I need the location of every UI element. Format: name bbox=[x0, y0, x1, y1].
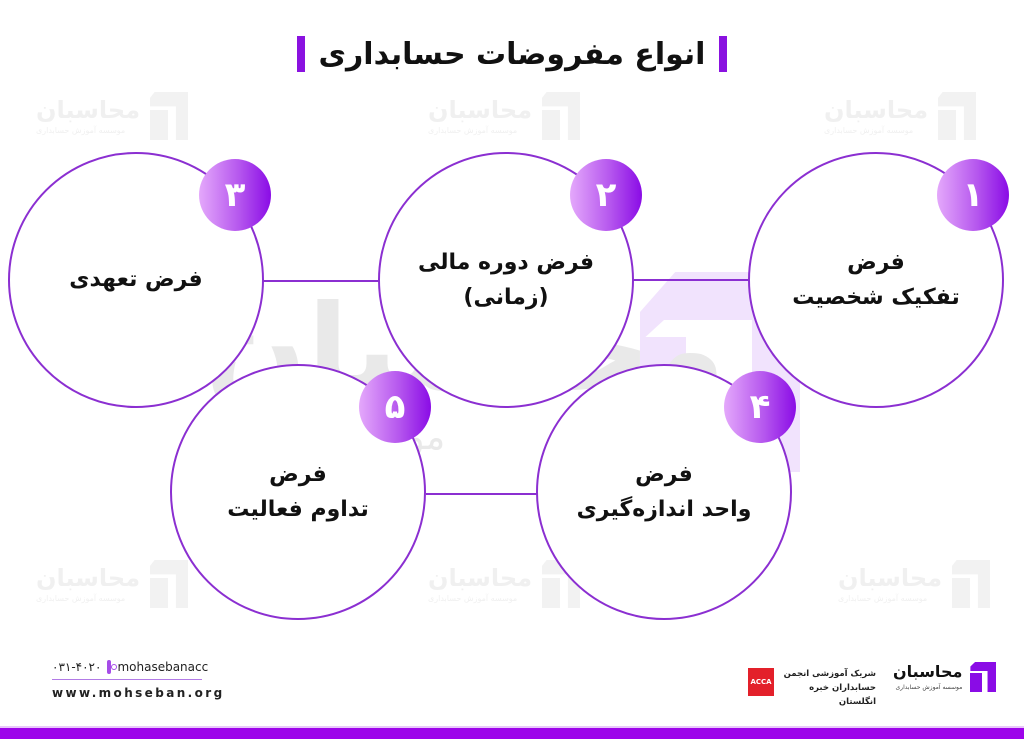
footer-brand-subtitle: موسسه آموزش حسابداری bbox=[895, 683, 963, 691]
brand-logo-icon bbox=[150, 92, 189, 140]
acca-partner-text: شریک آموزشی انجمن حسابداران خبره انگلستا… bbox=[782, 667, 876, 709]
assumption-3-label: فرض تعهدی bbox=[69, 262, 202, 297]
watermark-subtitle: موسسه آموزش حسابداری bbox=[824, 125, 914, 135]
assumption-3-line1: فرض تعهدی bbox=[69, 267, 203, 293]
page-title: انواع مفروضات حسابداری bbox=[318, 36, 706, 72]
number-badge-3: ۳ bbox=[199, 159, 271, 231]
brand-logo-icon bbox=[970, 662, 997, 692]
assumption-5-line2: تداوم فعالیت bbox=[227, 497, 369, 522]
bottom-accent-bar bbox=[0, 726, 1024, 739]
footer-divider bbox=[52, 679, 202, 680]
watermark-name: محاسبان bbox=[824, 95, 929, 124]
watermark-name: محاسبان bbox=[36, 95, 141, 124]
footer-contact-row: ۰۳۱-۴۰۲۰ mohasebanacc bbox=[52, 660, 208, 674]
acca-logo: ACCA bbox=[748, 668, 774, 696]
footer-brand-name: محاسبان bbox=[893, 661, 963, 681]
assumption-4-line2: واحد اندازه‌گیری bbox=[576, 497, 752, 522]
watermark-subtitle: موسسه آموزش حسابداری bbox=[36, 593, 126, 603]
assumption-1-label: فرض تفکیک شخصیت bbox=[792, 245, 960, 315]
instagram-handle[interactable]: mohasebanacc bbox=[117, 660, 209, 674]
brand-logo-icon bbox=[542, 92, 581, 140]
assumption-4-label: فرض واحد اندازه‌گیری bbox=[577, 457, 752, 527]
assumption-1-line1: فرض bbox=[847, 249, 905, 275]
title-accent-bar-left bbox=[296, 36, 305, 72]
watermark-name: محاسبان bbox=[838, 563, 943, 592]
watermark-subtitle: موسسه آموزش حسابداری bbox=[428, 593, 518, 603]
connector-3-2 bbox=[262, 280, 382, 282]
website-link[interactable]: www.mohseban.org bbox=[52, 686, 225, 700]
assumption-2-label: فرض دوره مالی (زمانی) bbox=[418, 245, 594, 315]
brand-logo-icon bbox=[150, 560, 189, 608]
title-accent-bar-right bbox=[719, 36, 728, 72]
watermark-subtitle: موسسه آموزش حسابداری bbox=[428, 125, 518, 135]
phone-number: ۰۳۱-۴۰۲۰ bbox=[52, 660, 102, 674]
assumption-4-line1: فرض bbox=[635, 461, 693, 487]
instagram-icon bbox=[107, 660, 118, 674]
footer-brand: محاسبان موسسه آموزش حسابداری bbox=[893, 661, 997, 692]
acca-text-line2: حسابداران خبره انگلستان bbox=[809, 683, 876, 707]
assumption-2-line1: فرض دوره مالی bbox=[417, 249, 595, 275]
number-badge-5: ۵ bbox=[359, 371, 431, 443]
number-badge-4: ۴ bbox=[724, 371, 796, 443]
assumption-5-line1: فرض bbox=[269, 461, 327, 487]
watermark-subtitle: موسسه آموزش حسابداری bbox=[838, 593, 928, 603]
acca-text-line1: شریک آموزشی انجمن bbox=[783, 669, 876, 679]
connector-2-1 bbox=[632, 279, 752, 281]
title-wrapper: انواع مفروضات حسابداری bbox=[0, 36, 1024, 72]
number-badge-2: ۲ bbox=[570, 159, 642, 231]
number-badge-1: ۱ bbox=[937, 159, 1009, 231]
watermark-name: محاسبان bbox=[428, 563, 533, 592]
footer-contact: ۰۳۱-۴۰۲۰ mohasebanacc www.mohseban.org bbox=[52, 660, 225, 700]
watermark-name: محاسبان bbox=[36, 563, 141, 592]
watermark-name: محاسبان bbox=[428, 95, 533, 124]
assumption-2-line2: (زمانی) bbox=[463, 285, 549, 310]
brand-logo-icon bbox=[938, 92, 977, 140]
brand-logo-icon bbox=[952, 560, 991, 608]
footer-brand-text: محاسبان موسسه آموزش حسابداری bbox=[893, 661, 963, 691]
watermark-subtitle: موسسه آموزش حسابداری bbox=[36, 125, 126, 135]
assumption-5-label: فرض تداوم فعالیت bbox=[227, 457, 369, 527]
assumption-1-line2: تفکیک شخصیت bbox=[792, 285, 960, 310]
connector-5-4 bbox=[426, 493, 538, 495]
